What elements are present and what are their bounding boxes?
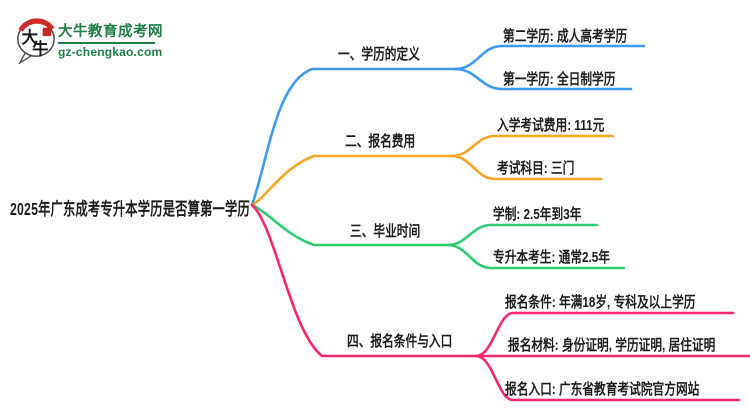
leaf-node-1-2[interactable]: 第一学历: 全日制学历 [503, 71, 616, 88]
brand-title: 大牛教育成考网 [58, 24, 163, 40]
connector-branch2-main [250, 154, 454, 207]
svg-text:大: 大 [22, 28, 39, 47]
brand-logo-icon: 大 牛 [17, 18, 55, 64]
brand-logo: 大 牛 大牛教育成考网 gz-chengkao.com [14, 14, 214, 66]
connector-branch1-main [250, 67, 457, 207]
connector-branch4-child3 [474, 354, 741, 402]
leaf-node-3-2[interactable]: 专升本考生: 通常2.5年 [493, 249, 611, 266]
leaf-node-4-2[interactable]: 报名材料: 身份证明, 学历证明, 居住证明 [508, 337, 716, 354]
connector-branch2-child2 [450, 154, 603, 181]
leaf-node-4-3[interactable]: 报名入口: 广东省教育考试院官方网站 [505, 381, 700, 398]
connector-branch4-child1 [474, 311, 735, 358]
svg-text:牛: 牛 [32, 39, 48, 58]
connector-branch1-child1 [453, 44, 646, 71]
connector-branch3-child1 [446, 223, 599, 247]
connector-branch3-child2 [446, 243, 626, 270]
connector-branch4-main [250, 203, 478, 358]
leaf-node-1-1[interactable]: 第二学历: 成人高考学历 [503, 28, 628, 45]
connector-branch1-child2 [453, 67, 633, 91]
branch-node-1[interactable]: 一、学历的定义 [338, 46, 420, 63]
root-topic[interactable]: 2025年广东成考专升本学历是否算第一学历 [10, 199, 250, 219]
connector-branch2-child1 [450, 134, 615, 158]
branch-node-3[interactable]: 三、毕业时间 [350, 223, 421, 240]
leaf-node-4-1[interactable]: 报名条件: 年满18岁, 专科及以上学历 [505, 294, 696, 311]
connector-branch3-main [250, 203, 450, 247]
brand-divider [58, 42, 155, 44]
leaf-node-3-1[interactable]: 学制: 2.5年到3年 [493, 206, 582, 223]
branch-node-2[interactable]: 二、报名费用 [345, 133, 416, 150]
brand-domain: gz-chengkao.com [58, 45, 163, 59]
leaf-node-2-2[interactable]: 考试科目: 三门 [497, 160, 575, 177]
leaf-node-2-1[interactable]: 入学考试费用: 111元 [497, 117, 605, 134]
branch-node-4[interactable]: 四、报名条件与入口 [347, 333, 453, 350]
